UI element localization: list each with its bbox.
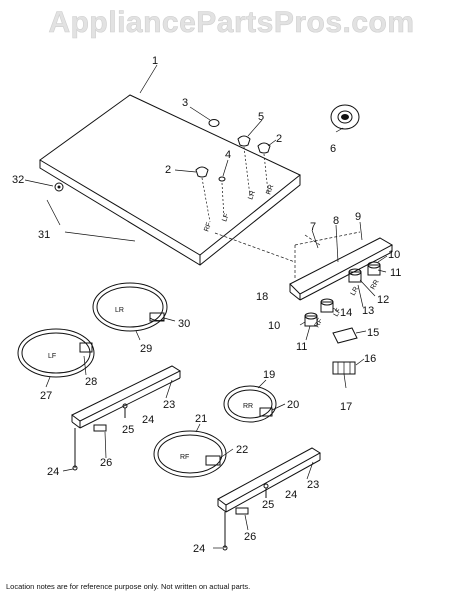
tag-lf-element: LF — [48, 353, 56, 360]
part-label-27: 27 — [40, 390, 52, 402]
tag-rf-element: RF — [180, 454, 189, 461]
indicator-light-15 — [332, 327, 358, 344]
part-label-22: 22 — [236, 444, 248, 456]
radiant-element-rr-19 — [223, 385, 277, 423]
part-label-1: 1 — [152, 55, 158, 67]
grommet-4 — [218, 176, 226, 182]
screw-24-left-upper — [122, 403, 128, 418]
switch-lf — [304, 312, 318, 327]
clip-2-right — [257, 142, 271, 154]
part-label-24-right-upper: 24 — [285, 489, 297, 501]
tag-rf: RF — [203, 222, 213, 233]
part-label-18: 18 — [256, 291, 268, 303]
watermark: AppliancePartsPros.com — [48, 6, 415, 40]
part-label-16: 16 — [364, 353, 376, 365]
part-label-31: 31 — [38, 229, 50, 241]
part-label-24-left-upper: 24 — [142, 414, 154, 426]
part-label-17: 17 — [340, 401, 352, 413]
tag-rr-switch: RR — [370, 279, 381, 291]
part-label-29: 29 — [140, 343, 152, 355]
part-label-3: 3 — [182, 97, 188, 109]
part-label-9: 9 — [355, 211, 361, 223]
switch-rr — [367, 261, 381, 276]
part-label-28: 28 — [85, 376, 97, 388]
part-label-30: 30 — [178, 318, 190, 330]
knob-6 — [330, 104, 360, 130]
clip-3 — [208, 119, 220, 127]
part-label-12: 12 — [377, 294, 389, 306]
tag-rr-element: RR — [243, 403, 253, 410]
part-label-19: 19 — [263, 369, 275, 381]
part-label-8: 8 — [333, 215, 339, 227]
part-label-23-right: 23 — [307, 479, 319, 491]
radiant-element-lr-30 — [92, 282, 168, 332]
radiant-element-lf-27 — [17, 328, 95, 378]
switch-lr — [348, 268, 362, 283]
part-label-11-left: 11 — [296, 341, 307, 353]
location-tags: RF LF LR RR LR LF RR RF RR LR LF RF — [48, 184, 381, 461]
screw-24-right-upper — [263, 483, 269, 498]
part-label-2-right: 2 — [276, 133, 282, 145]
part-label-5: 5 — [258, 111, 264, 123]
part-label-10-left: 10 — [268, 320, 280, 332]
tag-lf: LF — [221, 213, 230, 223]
part-label-24-right-lower: 24 — [193, 543, 205, 555]
part-label-11-right: 11 — [390, 267, 401, 279]
screw-24-left-lower — [72, 428, 78, 471]
switch-rf — [320, 298, 334, 313]
part-label-6: 6 — [330, 143, 336, 155]
part-label-23-left: 23 — [163, 399, 175, 411]
part-label-24-left-lower: 24 — [47, 466, 59, 478]
tag-rf-switch: RF — [314, 317, 325, 329]
cooktop-glass — [39, 94, 301, 266]
part-label-2-left: 2 — [165, 164, 171, 176]
clip-2-left — [195, 166, 209, 178]
tag-lr-element: LR — [115, 307, 124, 314]
element-bracket-23-right — [217, 447, 321, 513]
tag-lr: LR — [247, 190, 257, 201]
rear-bracket-18 — [289, 237, 394, 301]
part-label-7: 7 — [310, 221, 316, 233]
part-label-14: 14 — [340, 307, 352, 319]
radiant-element-rf-21 — [153, 430, 227, 478]
part-number-labels: 1 3 5 2 2 4 6 32 31 7 8 9 10 11 18 12 13… — [12, 55, 401, 555]
part-label-15: 15 — [367, 327, 379, 339]
part-label-10-right: 10 — [388, 249, 400, 261]
tag-rr: RR — [265, 184, 275, 196]
clip-25-left — [93, 424, 107, 432]
part-label-4: 4 — [225, 149, 231, 161]
location-footnote: Location notes are for reference purpose… — [6, 582, 251, 591]
part-label-26-right: 26 — [244, 531, 256, 543]
element-bracket-23-left — [71, 365, 182, 429]
terminal-block-16 — [332, 361, 356, 389]
part-label-20: 20 — [287, 399, 299, 411]
clip-25-right — [235, 507, 249, 515]
tag-lf-switch: LF — [333, 307, 343, 318]
part-label-26-left: 26 — [100, 457, 112, 469]
part-label-21: 21 — [195, 413, 207, 425]
part-label-25-left: 25 — [122, 424, 134, 436]
part-label-25-right: 25 — [262, 499, 274, 511]
part-label-13: 13 — [362, 305, 374, 317]
screw-32 — [54, 182, 64, 192]
tag-lr-switch: LR — [350, 286, 361, 297]
clip-5 — [237, 135, 251, 147]
screw-24-right-lower — [222, 512, 228, 551]
part-label-32: 32 — [12, 174, 24, 186]
